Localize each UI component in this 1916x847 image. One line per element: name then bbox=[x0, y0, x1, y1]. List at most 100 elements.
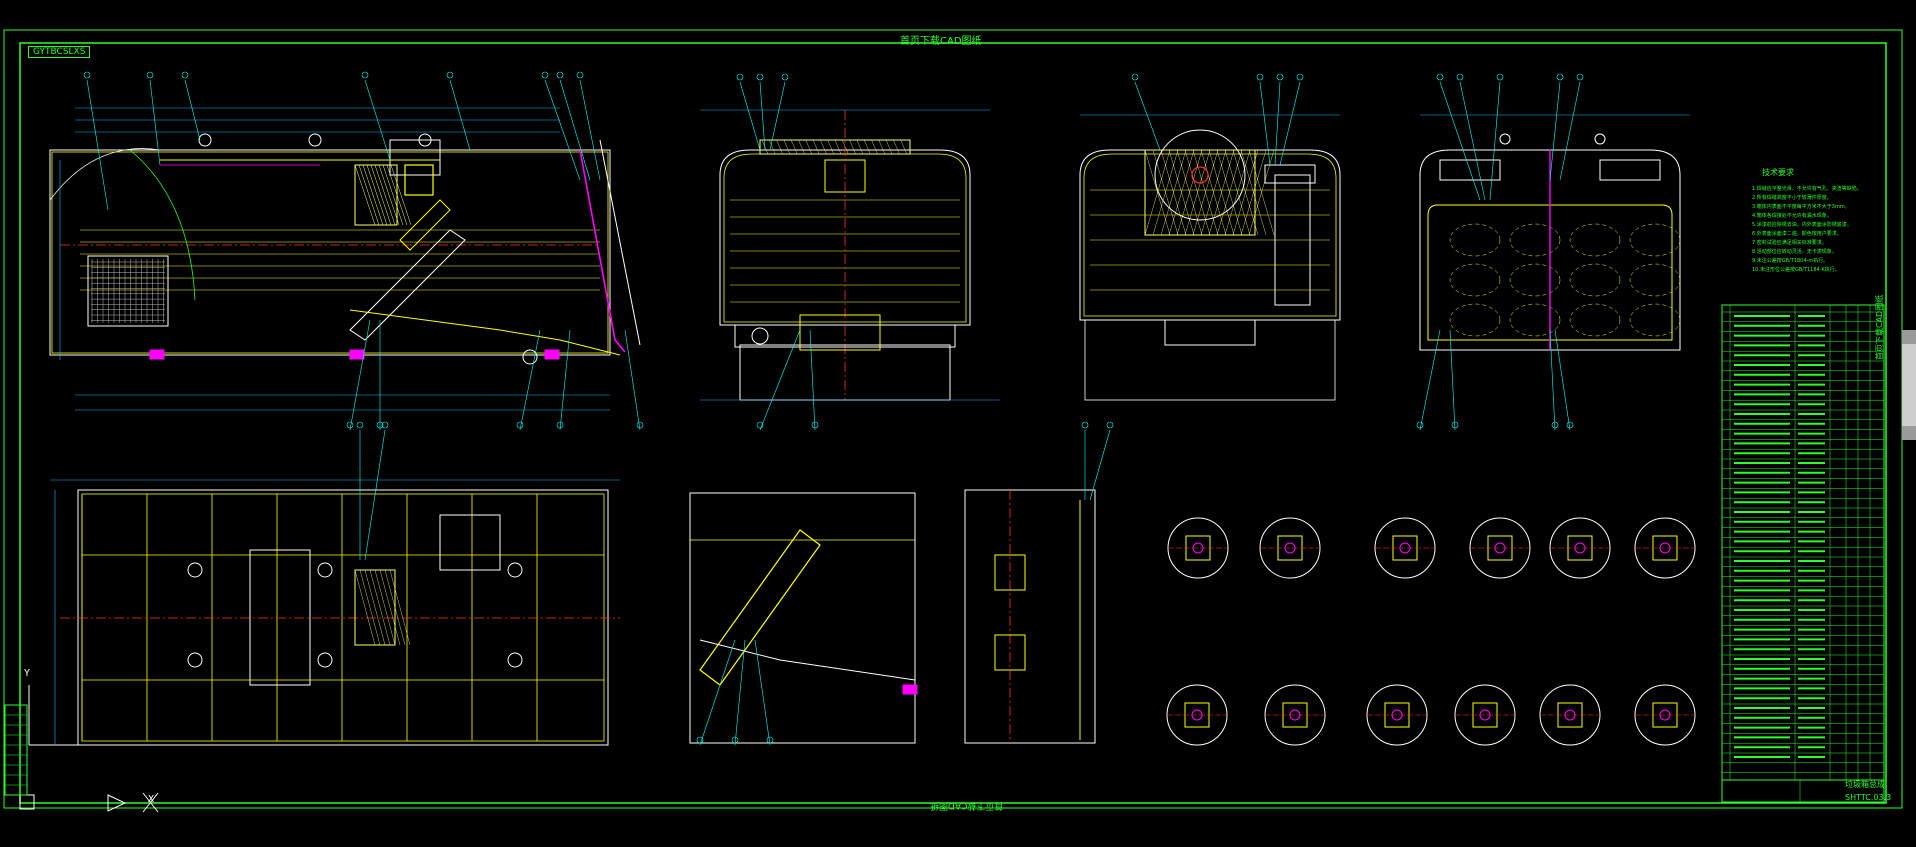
drawing-views bbox=[19, 110, 1681, 813]
plan-outline bbox=[77, 489, 609, 746]
balloon bbox=[1296, 73, 1304, 81]
leader-line bbox=[149, 79, 161, 166]
interior-cell bbox=[1449, 223, 1501, 257]
mech-core bbox=[404, 164, 434, 196]
plan-node bbox=[187, 652, 203, 668]
interior-cell bbox=[1509, 303, 1561, 337]
side-inner bbox=[1083, 153, 1337, 317]
note-line: 8.活动部位应转动灵活，无卡滞现象。 bbox=[1752, 249, 1837, 255]
balloon bbox=[1256, 73, 1264, 81]
balloon bbox=[766, 736, 774, 744]
ucs-triangle-icon bbox=[107, 794, 127, 812]
lifting-eye bbox=[308, 133, 322, 147]
leader-line bbox=[624, 329, 641, 431]
hatch-line bbox=[370, 164, 392, 226]
leader-line bbox=[1449, 329, 1456, 431]
leader-line bbox=[1549, 81, 1561, 181]
hatch-line bbox=[871, 139, 878, 155]
hatch-line bbox=[849, 139, 856, 155]
drawing-title-top: 首页下载CAD图纸 bbox=[900, 36, 982, 47]
interior-cell bbox=[1509, 263, 1561, 297]
leader-line bbox=[1419, 329, 1441, 431]
plan-node bbox=[187, 562, 203, 578]
mech-box bbox=[389, 139, 441, 176]
balloon bbox=[556, 421, 564, 429]
plan-node bbox=[507, 652, 523, 668]
section-floor bbox=[699, 639, 916, 681]
plan-node bbox=[507, 562, 523, 578]
hatch-line bbox=[354, 164, 376, 226]
lifting-eye bbox=[1594, 133, 1606, 145]
leader-line bbox=[1489, 81, 1501, 201]
top-vent bbox=[1439, 159, 1501, 181]
scrollbar[interactable] bbox=[1902, 330, 1916, 440]
leader-line bbox=[1279, 81, 1301, 166]
hatch-line bbox=[359, 569, 381, 646]
interior-cell bbox=[1449, 263, 1501, 297]
note-line: 5.涂漆前应除锈去油，内外表面涂防锈底漆。 bbox=[1752, 222, 1852, 228]
leader-line bbox=[1549, 329, 1556, 431]
notes-heading: 技术要求 bbox=[1762, 168, 1794, 177]
drum-hub bbox=[1191, 166, 1209, 184]
ucs-x-label: X bbox=[148, 794, 155, 805]
balloon bbox=[781, 73, 789, 81]
balloon bbox=[376, 421, 384, 429]
drum-hatch bbox=[1144, 149, 1256, 236]
body-inner bbox=[51, 151, 609, 354]
note-line: 9.未注公差按GB/T1804-m执行。 bbox=[1752, 258, 1829, 264]
section-plate bbox=[699, 529, 821, 686]
balloon bbox=[636, 421, 644, 429]
hatch-line bbox=[358, 164, 380, 226]
top-vent bbox=[1599, 159, 1661, 181]
lifting-eye bbox=[198, 133, 212, 147]
plan-node bbox=[317, 652, 333, 668]
leader-line bbox=[184, 79, 201, 141]
interior-cell bbox=[1509, 223, 1561, 257]
interior-frame bbox=[1427, 204, 1673, 341]
wheel-hub bbox=[522, 349, 538, 365]
tag bbox=[544, 349, 560, 360]
leader-line bbox=[559, 79, 591, 181]
balloon bbox=[146, 71, 154, 79]
balloon bbox=[1416, 421, 1424, 429]
leader-line bbox=[1274, 81, 1281, 166]
plan-hopper bbox=[439, 514, 501, 571]
hatch-line bbox=[885, 139, 893, 155]
cylinder-top bbox=[1264, 164, 1316, 184]
hatch-line bbox=[791, 139, 798, 155]
leader-line bbox=[759, 81, 766, 151]
hatch-line bbox=[1208, 149, 1235, 236]
plan-node bbox=[317, 562, 333, 578]
balloon bbox=[1131, 73, 1139, 81]
hatch-line bbox=[1232, 149, 1259, 236]
hatch-line bbox=[369, 569, 391, 646]
leader-line bbox=[699, 639, 736, 746]
leader-line bbox=[544, 79, 581, 181]
leader-line bbox=[449, 79, 471, 151]
scroll-up-button[interactable] bbox=[1902, 330, 1916, 344]
section-d-outline bbox=[964, 489, 1096, 744]
balloon bbox=[556, 71, 564, 79]
rear-hitch bbox=[799, 314, 881, 351]
leader-line bbox=[1439, 81, 1481, 201]
balloon bbox=[181, 71, 189, 79]
hatch-line bbox=[864, 139, 871, 155]
hatch-line bbox=[827, 139, 834, 155]
body-outline bbox=[49, 149, 611, 356]
scroll-down-button[interactable] bbox=[1902, 426, 1916, 440]
hatch-line bbox=[1168, 149, 1195, 236]
leader-line bbox=[349, 319, 371, 431]
rear-light bbox=[751, 327, 769, 345]
interior-cell bbox=[1629, 263, 1681, 297]
side-title: 首页下载CAD图纸 bbox=[1875, 294, 1884, 360]
leader-line bbox=[769, 81, 786, 151]
note-line: 1.焊缝应平整光滑，不允许有气孔、夹渣等缺陷。 bbox=[1752, 186, 1862, 192]
hatch-line bbox=[382, 164, 404, 226]
hatch-line bbox=[798, 139, 805, 155]
balloon bbox=[1456, 73, 1464, 81]
leader-line bbox=[759, 329, 801, 431]
leader-line bbox=[579, 79, 601, 181]
outer-frame bbox=[3, 29, 1903, 809]
